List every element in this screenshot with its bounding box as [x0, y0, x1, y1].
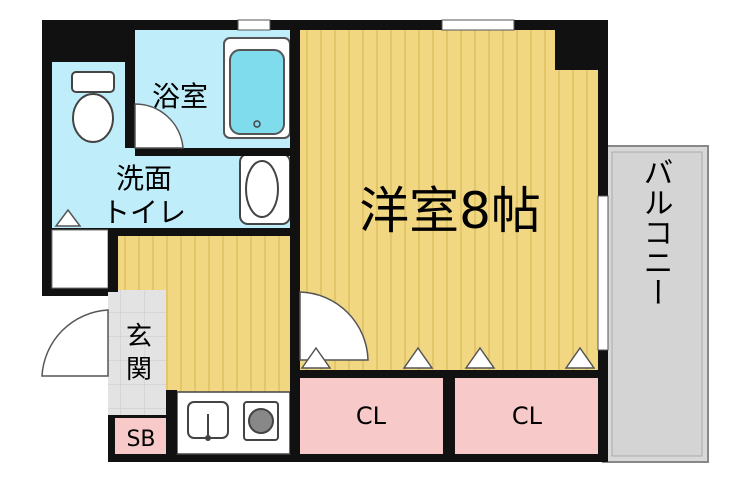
toilet [71, 71, 115, 93]
closet-left-label: CL [356, 402, 387, 430]
entrance-label-1: 玄 [126, 322, 152, 352]
bath-label: 浴室 [152, 80, 208, 113]
entrance-floor [108, 290, 166, 415]
washroom-label-2: トイレ [102, 196, 186, 229]
closet-right-label: CL [512, 402, 543, 430]
entrance-label-2: 関 [126, 355, 152, 385]
shoe-box-label: SB [126, 427, 155, 452]
balcony-label: バルコニー [638, 157, 673, 307]
closet-right-area [455, 378, 598, 454]
western-room-label: 洋室8帖 [359, 182, 541, 240]
shoe-box-area [115, 418, 167, 454]
closet-left-area [300, 378, 443, 454]
western-room-floor [300, 30, 598, 370]
washroom-label-1: 洗面 [116, 162, 172, 195]
laundry-pan [51, 229, 109, 289]
